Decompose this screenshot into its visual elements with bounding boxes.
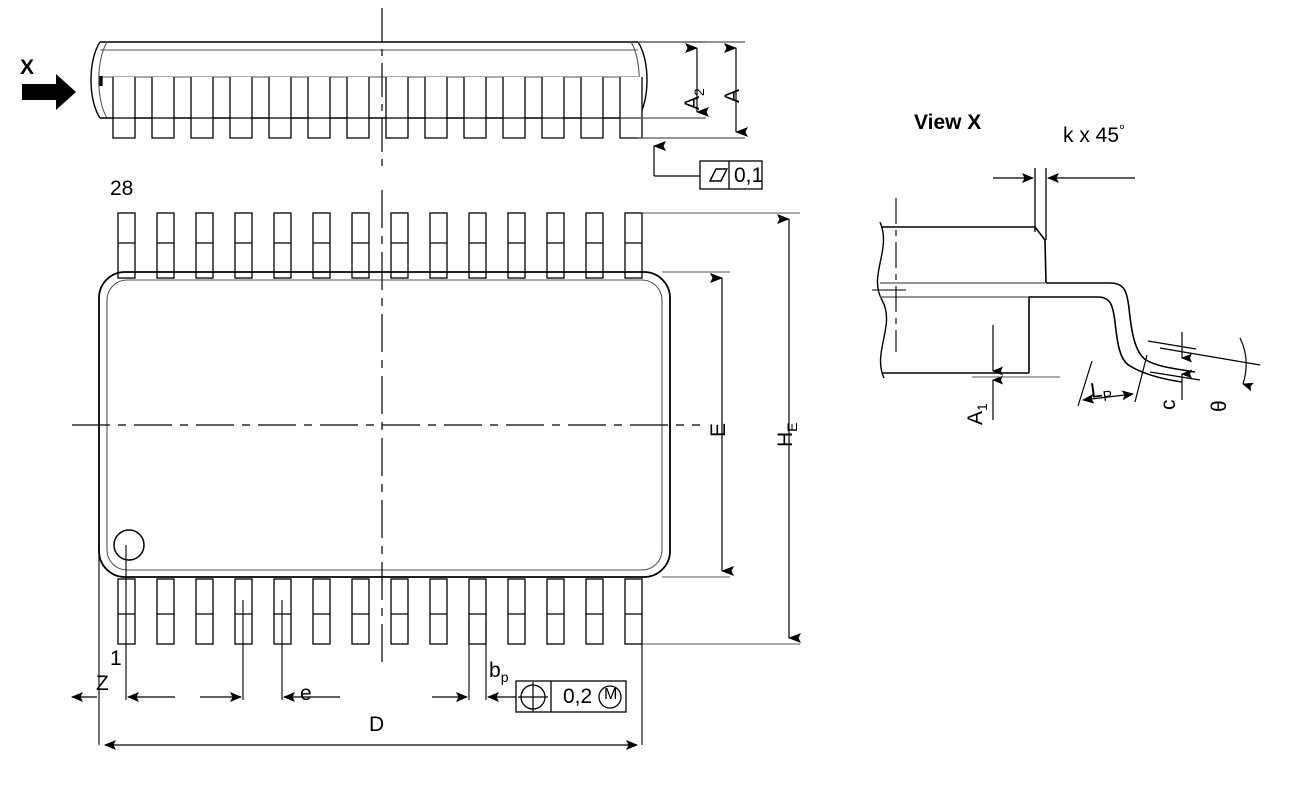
plan-view-lead xyxy=(351,578,370,645)
dimension-HE xyxy=(642,212,800,645)
plan-view-lead xyxy=(390,212,409,279)
dimension-Z-label: Z xyxy=(96,672,109,695)
a2-base: A xyxy=(681,95,704,110)
dimension-A xyxy=(638,41,748,139)
plan-view-top-lead-group xyxy=(117,212,643,279)
dimension-D-label: D xyxy=(369,713,385,736)
side-view-lead xyxy=(346,77,370,139)
detail-body-lines xyxy=(880,226,1045,374)
plan-view-lead xyxy=(429,578,448,645)
side-view-lead xyxy=(619,77,643,139)
pin-one-label: 1 xyxy=(110,647,122,670)
plan-view-lead xyxy=(546,212,565,279)
plan-view-lead xyxy=(390,578,409,645)
detail-break-line xyxy=(876,221,888,379)
side-view-lead xyxy=(268,77,292,139)
side-view-lead xyxy=(151,77,175,139)
lp-ext-right xyxy=(1134,354,1148,403)
dimension-theta-label: θ xyxy=(1208,400,1231,412)
position-tolerance-modifier: M xyxy=(604,686,618,703)
side-view-lead xyxy=(307,77,331,139)
side-view-lead xyxy=(229,77,253,139)
plan-view-lead xyxy=(156,212,175,279)
plan-view-lead xyxy=(468,212,487,279)
lp-ext-left xyxy=(1077,360,1093,407)
plan-view-lead xyxy=(351,212,370,279)
plan-view-centerlines xyxy=(72,190,700,665)
theta-ref-line xyxy=(1159,347,1261,366)
side-view-lead xyxy=(580,77,604,139)
dimension-A1-label: A1 xyxy=(964,403,990,425)
c-ext-upper xyxy=(1147,340,1197,350)
a1-sub: 1 xyxy=(974,403,990,411)
flatness-tolerance-value: 0,1 xyxy=(734,164,764,187)
bp-sub: p xyxy=(500,669,509,685)
plan-view-lead xyxy=(312,578,331,645)
side-view-lead xyxy=(424,77,448,139)
dimension-LP-label: LP xyxy=(1088,378,1114,405)
plan-view-lead xyxy=(468,578,487,645)
he-sub: E xyxy=(784,422,800,432)
plan-view-bottom-lead-group xyxy=(117,578,643,645)
he-base: H xyxy=(774,431,797,447)
dimension-bp-label: bp xyxy=(489,659,508,684)
dimension-theta xyxy=(1159,337,1261,392)
a2-sub: 2 xyxy=(691,88,707,96)
c-ext-lower xyxy=(1149,371,1201,381)
plan-view-lead xyxy=(273,212,292,279)
bottom-extension-lines xyxy=(98,545,643,745)
dimension-e-label: e xyxy=(300,682,312,705)
k-base: k x 45 xyxy=(1063,124,1120,147)
detail-lead-profile-inner xyxy=(1028,296,1183,383)
plan-view-lead xyxy=(585,212,604,279)
dimension-A2-label: A2 xyxy=(681,88,707,110)
dimension-LP xyxy=(1077,354,1148,407)
dimension-A1 xyxy=(972,325,1060,420)
plan-view-lead xyxy=(585,578,604,645)
plan-view-lead xyxy=(624,578,643,645)
flatness-callout-leader xyxy=(653,141,763,190)
side-view-lead xyxy=(385,77,409,139)
view-arrow-label: X xyxy=(20,56,35,79)
view-direction-arrow xyxy=(22,74,76,110)
dimension-HE-label: HE xyxy=(774,422,800,447)
a1-base: A xyxy=(964,410,987,425)
plan-view-lead xyxy=(156,578,175,645)
side-view-lead xyxy=(112,77,136,139)
dimension-A-label: A xyxy=(721,88,744,103)
side-view-lead xyxy=(190,77,214,139)
dimension-E-label: E xyxy=(707,422,730,437)
lp-base: L xyxy=(1088,378,1104,403)
dimension-c xyxy=(1147,332,1201,400)
pin-count-label: 28 xyxy=(110,177,134,200)
plan-view-lead xyxy=(546,578,565,645)
position-tolerance-value: 0,2 xyxy=(563,685,593,708)
position-tolerance-frame xyxy=(515,680,627,713)
mmc-circle-icon xyxy=(598,685,622,709)
bp-base: b xyxy=(489,659,501,682)
pin-one-indicator-circle xyxy=(113,529,145,561)
detail-chamfer-lines xyxy=(1034,168,1047,240)
side-view-lead xyxy=(502,77,526,139)
dimension-c-label: c xyxy=(1157,399,1180,411)
side-view-lead xyxy=(463,77,487,139)
side-view-lead-group xyxy=(112,77,643,139)
plan-view-lead xyxy=(195,212,214,279)
dimension-E xyxy=(662,271,730,578)
k-degree: ° xyxy=(1119,122,1126,139)
detail-view-title: View X xyxy=(914,111,982,134)
plan-view-lead xyxy=(624,212,643,279)
side-view-lead xyxy=(541,77,565,139)
plan-view-lead xyxy=(507,212,526,279)
plan-view-lead xyxy=(312,212,331,279)
plan-view-lead xyxy=(195,578,214,645)
dimension-k-label: k x 45° xyxy=(1063,122,1126,147)
plan-view-lead xyxy=(507,578,526,645)
lp-sub: P xyxy=(1101,386,1114,405)
plan-view-lead xyxy=(429,212,448,279)
plan-view-lead xyxy=(117,212,136,279)
detail-lead-profile-outer xyxy=(1034,226,1196,373)
plan-view-lead xyxy=(234,212,253,279)
